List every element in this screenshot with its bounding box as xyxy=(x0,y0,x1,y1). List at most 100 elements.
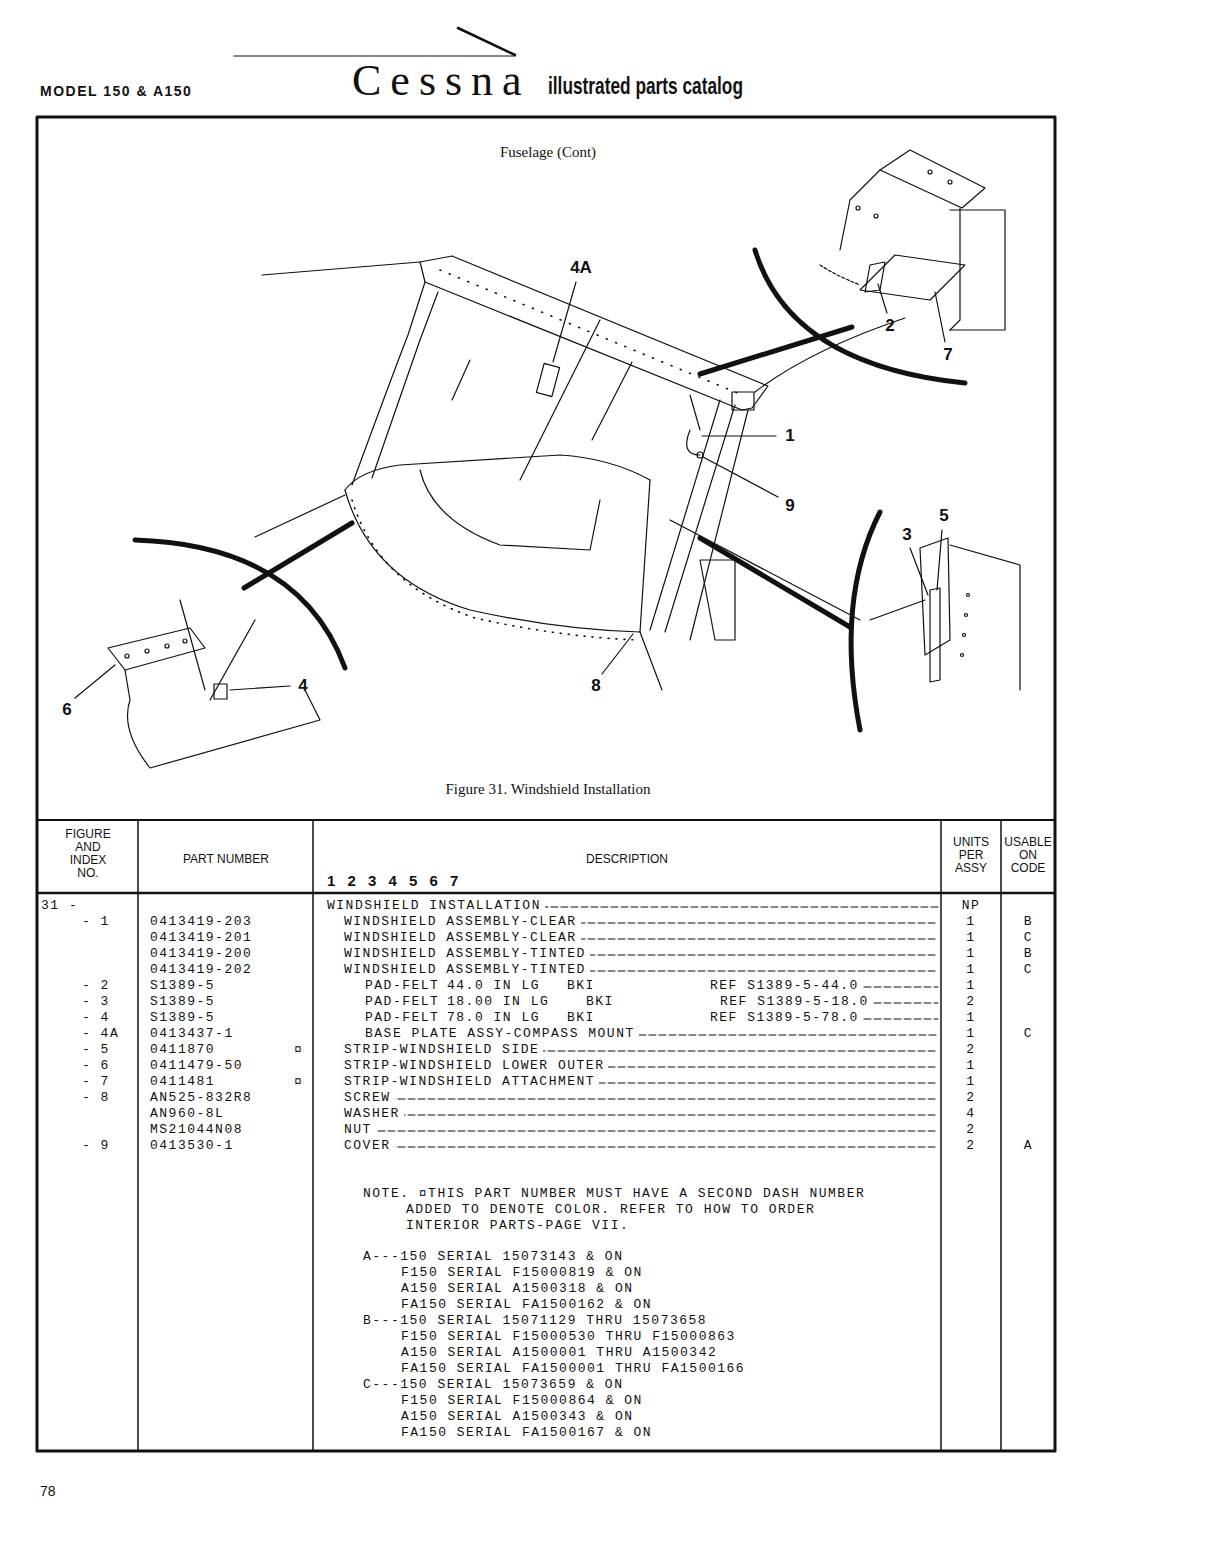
table-cell: 1 xyxy=(941,1059,1001,1073)
table-cell: BKI xyxy=(567,979,595,993)
table-cell: - 4A xyxy=(82,1027,119,1041)
table-cell: 1 xyxy=(941,1027,1001,1041)
callout-number: 4A xyxy=(563,258,599,278)
part-description: WINDSHIELD ASSEMBLY-CLEAR xyxy=(344,931,581,945)
table-cell: AN525-832R8 xyxy=(150,1091,252,1105)
figure-heading: Fuselage (Cont) xyxy=(298,144,798,161)
table-cell: 1 xyxy=(941,931,1001,945)
dash-leader xyxy=(348,1115,938,1116)
table-cell: AN960-8L xyxy=(150,1107,224,1121)
table-cell: 0413419-201 xyxy=(150,931,252,945)
column-header: UNITS PER ASSY xyxy=(948,836,994,875)
part-description: NUT xyxy=(344,1123,376,1137)
callout-number: 9 xyxy=(772,496,808,516)
usable-code-line: FA150 SERIAL FA1500001 THRU FA1500166 xyxy=(401,1362,745,1376)
dash-leader xyxy=(348,1147,938,1148)
table-cell: 2 xyxy=(941,1043,1001,1057)
table-cell: S1389-5 xyxy=(150,1011,215,1025)
callout-number: 1 xyxy=(772,426,808,446)
usable-code-line: FA150 SERIAL FA1500162 & ON xyxy=(401,1298,652,1312)
part-description: REF S1389-5-18.0 xyxy=(720,995,873,1009)
table-cell: 0411870 xyxy=(150,1043,215,1057)
table-cell: ¤ xyxy=(294,1043,303,1057)
table-cell: 2 xyxy=(941,1123,1001,1137)
model-heading: MODEL 150 & A150 xyxy=(40,84,192,98)
table-cell: ¤ xyxy=(294,1075,303,1089)
table-cell: - 5 xyxy=(82,1043,110,1057)
usable-code-line: A---150 SERIAL 15073143 & ON xyxy=(363,1250,623,1264)
table-cell: B xyxy=(1001,947,1056,961)
table-cell: PAD-FELT xyxy=(365,979,439,993)
table-cell: 1 xyxy=(941,963,1001,977)
brand-logo: Cessna xyxy=(352,56,531,106)
column-header: FIGURE AND INDEX NO. xyxy=(62,828,114,880)
table-cell: 31 - xyxy=(41,899,78,913)
usable-code-line: FA150 SERIAL FA1500167 & ON xyxy=(401,1426,652,1440)
table-cell: 2 xyxy=(941,995,1001,1009)
table-cell: BKI xyxy=(567,1011,595,1025)
table-cell: - 6 xyxy=(82,1059,110,1073)
usable-code-line: A150 SERIAL A1500318 & ON xyxy=(401,1282,634,1296)
table-cell: - 1 xyxy=(82,915,110,929)
usable-code-line: C---150 SERIAL 15073659 & ON xyxy=(363,1378,623,1392)
table-cell: C xyxy=(1001,931,1056,945)
table-cell: 18.00 IN LG xyxy=(447,995,549,1009)
part-description: COVER xyxy=(344,1139,395,1153)
table-cell: 0413437-1 xyxy=(150,1027,234,1041)
callout-number: 5 xyxy=(926,506,962,526)
table-cell: 1 xyxy=(941,1011,1001,1025)
table-cell: 0411481 xyxy=(150,1075,215,1089)
table-cell: PAD-FELT xyxy=(365,995,439,1009)
dash-leader xyxy=(348,1099,938,1100)
table-cell: 0413419-200 xyxy=(150,947,252,961)
table-cell: B xyxy=(1001,915,1056,929)
part-description: REF S1389-5-78.0 xyxy=(710,1011,863,1025)
table-cell: 4 xyxy=(941,1107,1001,1121)
table-cell: 44.0 IN LG xyxy=(447,979,540,993)
column-header: PART NUMBER xyxy=(140,853,312,866)
table-cell: NP xyxy=(941,899,1001,913)
part-description: WINDSHIELD INSTALLATION xyxy=(327,899,545,913)
part-description: STRIP-WINDSHIELD SIDE xyxy=(344,1043,543,1057)
part-description: REF S1389-5-44.0 xyxy=(710,979,863,993)
table-cell: 0413419-202 xyxy=(150,963,252,977)
table-cell: 2 xyxy=(941,1139,1001,1153)
part-description: WINDSHIELD ASSEMBLY-TINTED xyxy=(344,947,590,961)
page-number: 78 xyxy=(40,1484,56,1498)
usable-code-line: F150 SERIAL F15000819 & ON xyxy=(401,1266,643,1280)
table-cell: 0413419-203 xyxy=(150,915,252,929)
callout-number: 8 xyxy=(578,676,614,696)
callout-number: 6 xyxy=(49,700,85,720)
table-cell: 1 xyxy=(941,947,1001,961)
table-cell: PAD-FELT xyxy=(365,1011,439,1025)
catalog-title: illustrated parts catalog xyxy=(548,72,743,100)
table-cell: - 9 xyxy=(82,1139,110,1153)
table-note: NOTE. ¤THIS PART NUMBER MUST HAVE A SECO… xyxy=(363,1186,876,1234)
table-cell: MS21044N08 xyxy=(150,1123,243,1137)
callout-number: 7 xyxy=(930,345,966,365)
table-cell: - 2 xyxy=(82,979,110,993)
table-cell: C xyxy=(1001,963,1056,977)
part-description: STRIP-WINDSHIELD ATTACHMENT xyxy=(344,1075,599,1089)
part-description: WASHER xyxy=(344,1107,404,1121)
table-cell: A xyxy=(1001,1139,1056,1153)
usable-code-line: F150 SERIAL F15000530 THRU F15000863 xyxy=(401,1330,736,1344)
column-header: DESCRIPTION xyxy=(315,853,939,866)
table-cell: 1 xyxy=(941,915,1001,929)
table-cell: - 8 xyxy=(82,1091,110,1105)
usable-code-line: A150 SERIAL A1500343 & ON xyxy=(401,1410,634,1424)
figure-caption: Figure 31. Windshield Installation xyxy=(298,781,798,798)
table-cell: C xyxy=(1001,1027,1056,1041)
table-cell: - 7 xyxy=(82,1075,110,1089)
part-description: WINDSHIELD ASSEMBLY-CLEAR xyxy=(344,915,581,929)
table-cell: BKI xyxy=(586,995,614,1009)
column-header: USABLE ON CODE xyxy=(1002,836,1054,875)
table-cell: 1 xyxy=(941,1075,1001,1089)
table-cell: 78.0 IN LG xyxy=(447,1011,540,1025)
dash-leader xyxy=(348,1131,938,1132)
table-cell: 1 xyxy=(941,979,1001,993)
table-cell: 0413530-1 xyxy=(150,1139,234,1153)
table-cell: S1389-5 xyxy=(150,979,215,993)
table-cell: S1389-5 xyxy=(150,995,215,1009)
callout-number: 2 xyxy=(872,316,908,336)
